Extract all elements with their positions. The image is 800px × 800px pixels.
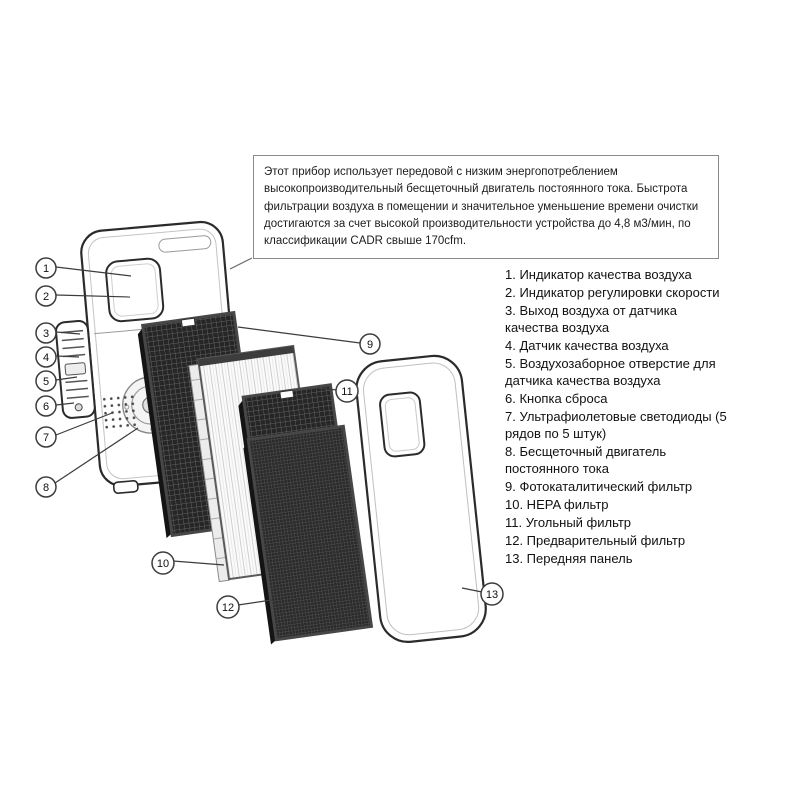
callout-4-number: 4 <box>43 352 49 364</box>
callout-8-number: 8 <box>43 482 49 494</box>
callout-1: 1 <box>35 257 57 279</box>
legend-item-11: 11. Угольный фильтр <box>505 515 632 530</box>
legend-item-4: 4. Датчик качества воздуха <box>505 338 669 353</box>
leader-line-5 <box>55 376 78 381</box>
sensor-intake-slats <box>65 379 89 400</box>
reset-button <box>74 403 83 412</box>
legend-item-13: 13. Передняя панель <box>505 551 633 566</box>
top-vent-detail <box>158 235 212 253</box>
callout-9-number: 9 <box>367 339 373 351</box>
callout-2-number: 2 <box>43 291 49 303</box>
callout-10: 10 <box>151 551 175 575</box>
legend-list: 1. Индикатор качества воздуха 2. Индикат… <box>505 266 727 568</box>
callout-7: 7 <box>35 426 57 448</box>
front-panel-window <box>379 391 426 458</box>
info-text: Этот прибор использует передовой с низки… <box>264 166 699 247</box>
leader-line-2 <box>55 294 131 298</box>
leader-line-1 <box>55 266 132 277</box>
leader-line-8 <box>54 427 139 484</box>
legend-item-12: 12. Предварительный фильтр <box>505 533 686 548</box>
callout-8: 8 <box>35 476 57 498</box>
callout-3-number: 3 <box>43 328 49 340</box>
sensor-vents <box>55 319 96 419</box>
callout-12: 12 <box>216 595 240 619</box>
callout-13: 13 <box>480 582 504 606</box>
leader-line-6 <box>55 402 75 406</box>
display-window-inner <box>110 263 159 317</box>
legend-item-9: 9. Фотокаталитический фильтр <box>505 479 693 494</box>
foot-left <box>112 480 139 494</box>
leader-line-11 <box>317 387 338 391</box>
leader-line-12 <box>237 599 273 606</box>
callout-1-number: 1 <box>43 263 49 275</box>
uv-led-grid <box>99 392 137 430</box>
leader-line-7 <box>55 412 113 436</box>
front-panel <box>355 354 487 643</box>
info-box-pointer-line <box>229 257 253 270</box>
legend-item-3: 3. Выход воздуха от датчика качества воз… <box>505 303 677 335</box>
display-window <box>105 257 165 323</box>
callout-5: 5 <box>35 370 57 392</box>
pre-filter <box>243 424 374 645</box>
callout-4: 4 <box>35 346 57 368</box>
leader-line-10 <box>172 560 225 566</box>
leader-line-13 <box>461 587 483 593</box>
callout-7-number: 7 <box>43 432 49 444</box>
callout-11-number: 11 <box>341 386 352 398</box>
callout-12-number: 12 <box>222 602 234 614</box>
legend-item-2: 2. Индикатор регулировки скорости <box>505 285 720 300</box>
leader-lines <box>54 257 483 606</box>
callouts: 1 2 3 4 5 6 7 <box>35 257 504 619</box>
sensor-outlet-slats <box>61 329 86 358</box>
callout-9: 9 <box>359 333 381 355</box>
callout-6: 6 <box>35 395 57 417</box>
legend-item-10: 10. HEPA фильтр <box>505 497 609 512</box>
leader-line-9 <box>237 326 361 344</box>
air-quality-sensor <box>64 362 87 376</box>
legend-item-5: 5. Воздухозаборное отверстие для датчика… <box>505 356 716 388</box>
callout-6-number: 6 <box>43 401 49 413</box>
legend-item-6: 6. Кнопка сброса <box>505 391 608 406</box>
legend-item-1: 1. Индикатор качества воздуха <box>505 267 692 282</box>
callout-11: 11 <box>335 379 359 403</box>
callout-5-number: 5 <box>43 376 49 388</box>
callout-3: 3 <box>35 322 57 344</box>
leader-line-3 <box>55 331 81 335</box>
callout-13-number: 13 <box>486 589 498 601</box>
legend-item-7: 7. Ультрафиолетовые светодиоды (5 рядов … <box>505 409 727 441</box>
callout-10-number: 10 <box>157 558 169 570</box>
legend-item-8: 8. Бесщеточный двигатель постоянного ток… <box>505 444 667 476</box>
leader-line-4 <box>55 355 80 358</box>
info-box: Этот прибор использует передовой с низки… <box>253 155 719 260</box>
callout-2: 2 <box>35 285 57 307</box>
